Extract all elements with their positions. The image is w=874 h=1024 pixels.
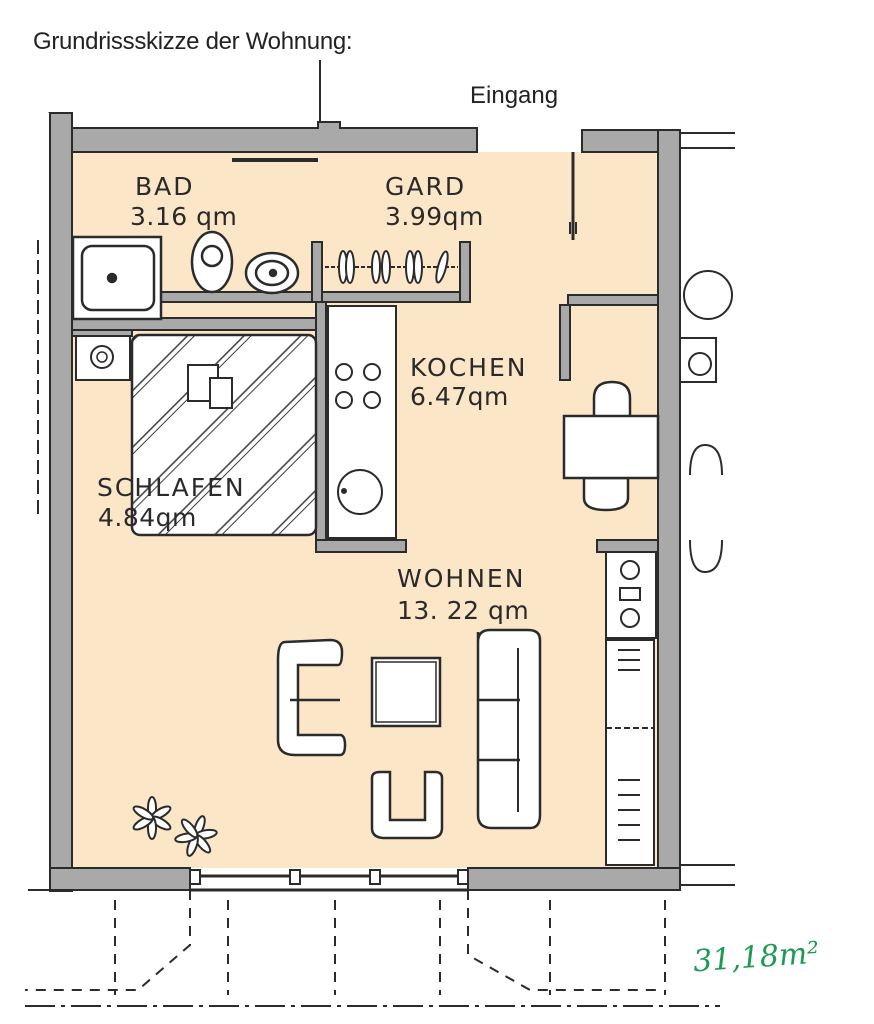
neighbor-fixtures [679, 132, 735, 886]
room-label-wohnen: WOHNEN [397, 564, 525, 593]
room-area-bad: 3.16 qm [130, 202, 237, 231]
balcony-window [189, 869, 469, 892]
nightstand [75, 335, 131, 381]
room-label-bad: BAD [135, 172, 195, 201]
sofa-right [476, 628, 542, 830]
room-label-schlafen: SCHLAFEN [97, 473, 246, 502]
armchair-bottom [370, 770, 444, 840]
room-area-gard: 3.99qm [385, 202, 484, 231]
wardrobe-hangers [325, 250, 458, 284]
dining-table [562, 380, 660, 512]
living-room-furniture [276, 628, 542, 840]
kitchen-counter [327, 305, 397, 539]
interior-walls [71, 241, 659, 553]
left-outside-lines [28, 240, 50, 891]
bathroom-fixtures [71, 158, 318, 321]
entrance-label: Eingang [470, 82, 559, 109]
coffee-table [370, 656, 442, 728]
balcony-outline [25, 890, 720, 1007]
entrance-door [569, 152, 577, 240]
room-area-kochen: 6.47qm [410, 382, 509, 411]
shower-tray [80, 244, 156, 312]
room-label-gard: GARD [385, 172, 466, 201]
exterior-walls [48, 112, 681, 892]
plant-decoration [132, 796, 218, 857]
room-area-wohnen: 13. 22 qm [397, 596, 529, 625]
right-cabinets [605, 551, 657, 866]
room-label-kochen: KOCHEN [410, 353, 527, 382]
room-labels: BAD 3.16 qm GARD 3.99qm KOCHEN 6.47qm SC… [97, 172, 529, 625]
plan-title: Grundrissskizze der Wohnung: [33, 28, 353, 55]
room-area-schlafen: 4.84qm [98, 503, 197, 532]
bed [75, 333, 318, 537]
armchair-left [276, 638, 347, 757]
